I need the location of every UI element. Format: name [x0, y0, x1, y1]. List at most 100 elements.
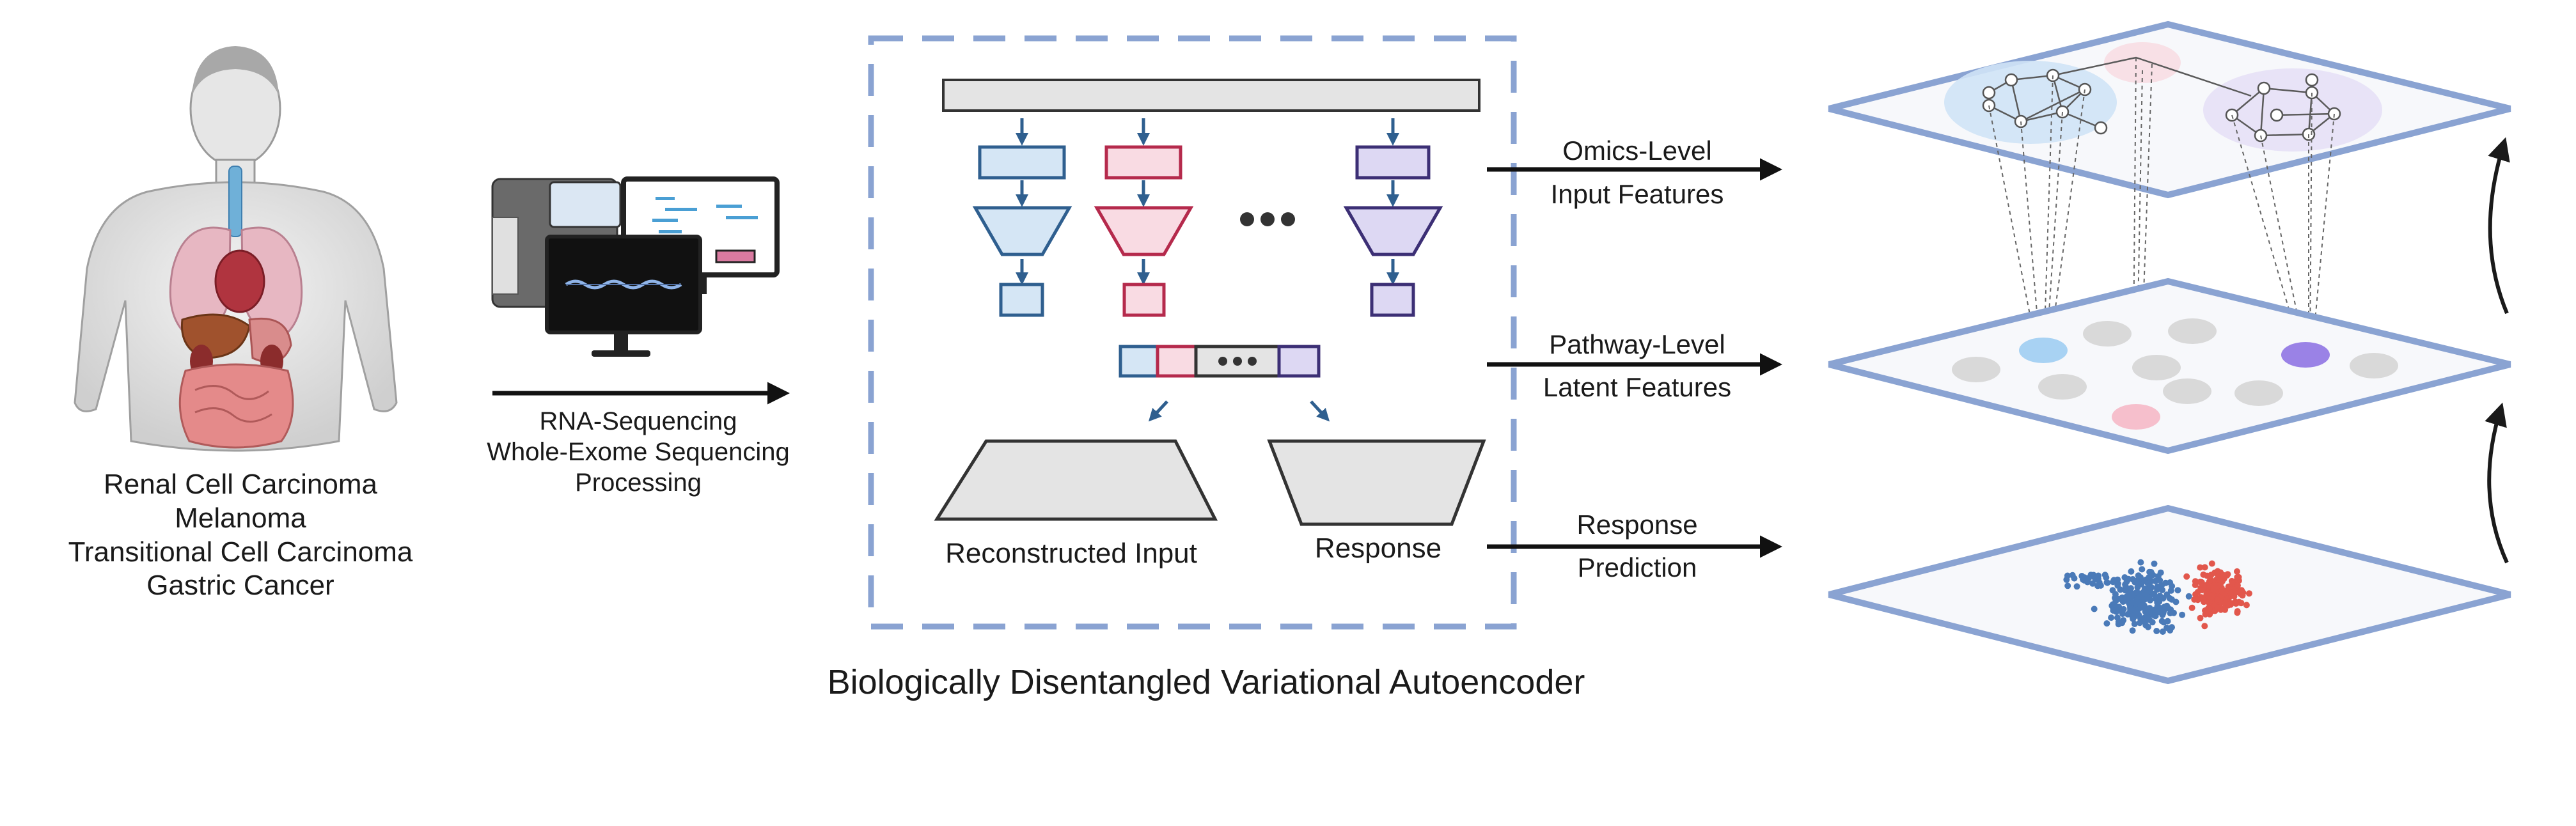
reconstructed-input-label: Reconstructed Input: [945, 538, 1197, 569]
response-label: Response: [1315, 533, 1441, 564]
scatter-point: [2214, 604, 2221, 611]
scatter-point: [2101, 572, 2109, 579]
scatter-point: [2080, 576, 2086, 583]
scatter-point: [2158, 618, 2165, 625]
scatter-point: [2183, 573, 2190, 580]
scatter-point: [2114, 614, 2121, 621]
pathway-level-plane: [1828, 277, 2511, 455]
scatter-point: [2162, 579, 2169, 586]
scatter-point: [2174, 587, 2181, 594]
scatter-point: [2197, 614, 2204, 621]
reconstruction-decoder: [934, 439, 1218, 521]
sequencer-computer-icon: [491, 176, 780, 357]
scatter-point: [2159, 628, 2166, 635]
scatter-point: [2197, 564, 2204, 571]
response-scatter: [2063, 559, 2252, 635]
scatter-point: [2127, 607, 2134, 614]
ellipsis-icon: [1240, 212, 1295, 226]
scatter-point: [2185, 593, 2192, 600]
scatter-point: [2201, 623, 2208, 630]
output-label: Latent Features: [1543, 372, 1731, 402]
scatter-point: [2239, 592, 2246, 599]
scatter-point: [2152, 595, 2159, 602]
scatter-point: [2153, 628, 2160, 634]
scatter-point: [2234, 582, 2241, 589]
input-feature-bar: [942, 79, 1480, 112]
scatter-point: [2208, 560, 2215, 567]
scatter-point: [2128, 568, 2135, 575]
scatter-point: [2073, 583, 2080, 590]
encoder-arrows: [1016, 118, 1399, 285]
sequencing-step-label: Processing: [575, 469, 702, 497]
cancer-type-label: Renal Cell Carcinoma: [104, 469, 377, 500]
latent-vector: [1119, 345, 1321, 378]
response-decoder: [1267, 439, 1486, 526]
scatter-point: [2201, 564, 2208, 571]
scatter-point: [2231, 588, 2238, 595]
scatter-point: [2089, 580, 2096, 587]
scatter-point: [2167, 587, 2174, 594]
scatter-point: [2146, 616, 2153, 623]
sequencing-step-label: Whole-Exome Sequencing: [487, 438, 790, 466]
scatter-point: [2142, 608, 2149, 615]
scatter-point: [2222, 606, 2229, 613]
scatter-point: [2210, 585, 2217, 592]
scatter-point: [2214, 596, 2221, 603]
scatter-point: [2140, 591, 2147, 597]
scatter-point: [2139, 566, 2146, 573]
scatter-point: [2199, 587, 2206, 593]
scatter-point: [2225, 601, 2231, 608]
scatter-point: [2071, 575, 2078, 582]
output-label: Prediction: [1578, 552, 1697, 582]
scatter-point: [2104, 579, 2111, 586]
output-label: Input Features: [1551, 179, 1724, 209]
scatter-point: [2108, 614, 2115, 621]
scatter-point: [2234, 568, 2240, 575]
scatter-point: [2151, 606, 2158, 613]
output-label: Omics-Level: [1562, 136, 1711, 166]
decoder-arrow: [1310, 400, 1330, 422]
response-prediction-plane: [1828, 504, 2511, 685]
scatter-point: [2120, 605, 2127, 612]
scatter-point: [2159, 586, 2166, 593]
scatter-point: [2206, 599, 2213, 606]
scatter-point: [2204, 572, 2211, 579]
scatter-point: [2220, 572, 2227, 579]
scatter-point: [2114, 576, 2121, 583]
scatter-point: [2192, 578, 2199, 585]
scatter-point: [2218, 578, 2225, 585]
scatter-point: [2157, 569, 2164, 576]
scatter-point: [2135, 572, 2142, 579]
scatter-point: [2164, 625, 2170, 631]
scatter-point: [2126, 600, 2133, 607]
scatter-point: [2206, 591, 2213, 598]
scatter-point: [2131, 621, 2138, 627]
scatter-point: [2236, 598, 2243, 605]
scatter-point: [2146, 596, 2153, 603]
sequencing-step-label: RNA-Sequencing: [539, 407, 737, 435]
scatter-point: [2197, 594, 2204, 601]
scatter-point: [2166, 595, 2173, 602]
cancer-type-label: Gastric Cancer: [146, 570, 334, 601]
encoder-blue: [972, 145, 1072, 317]
output-label: Pathway-Level: [1549, 329, 1725, 359]
scatter-point: [2123, 593, 2130, 600]
scatter-point: [2229, 580, 2236, 587]
vae-dashed-box: [868, 35, 1517, 630]
scatter-point: [2136, 581, 2143, 588]
scatter-point: [2063, 576, 2070, 583]
scatter-point: [2245, 590, 2252, 597]
scatter-point: [2064, 582, 2071, 589]
scatter-point: [2091, 605, 2098, 612]
scatter-point: [2235, 573, 2242, 581]
scatter-point: [2148, 584, 2155, 591]
scatter-point: [2234, 608, 2241, 615]
scatter-point: [2160, 607, 2167, 614]
cancer-type-label: Melanoma: [175, 503, 306, 534]
scatter-point: [2090, 572, 2097, 579]
output-label: Response: [1576, 510, 1697, 540]
scatter-point: [2137, 559, 2144, 566]
model-title: Biologically Disentangled Variational Au…: [828, 663, 1585, 701]
scatter-point: [2151, 560, 2158, 567]
